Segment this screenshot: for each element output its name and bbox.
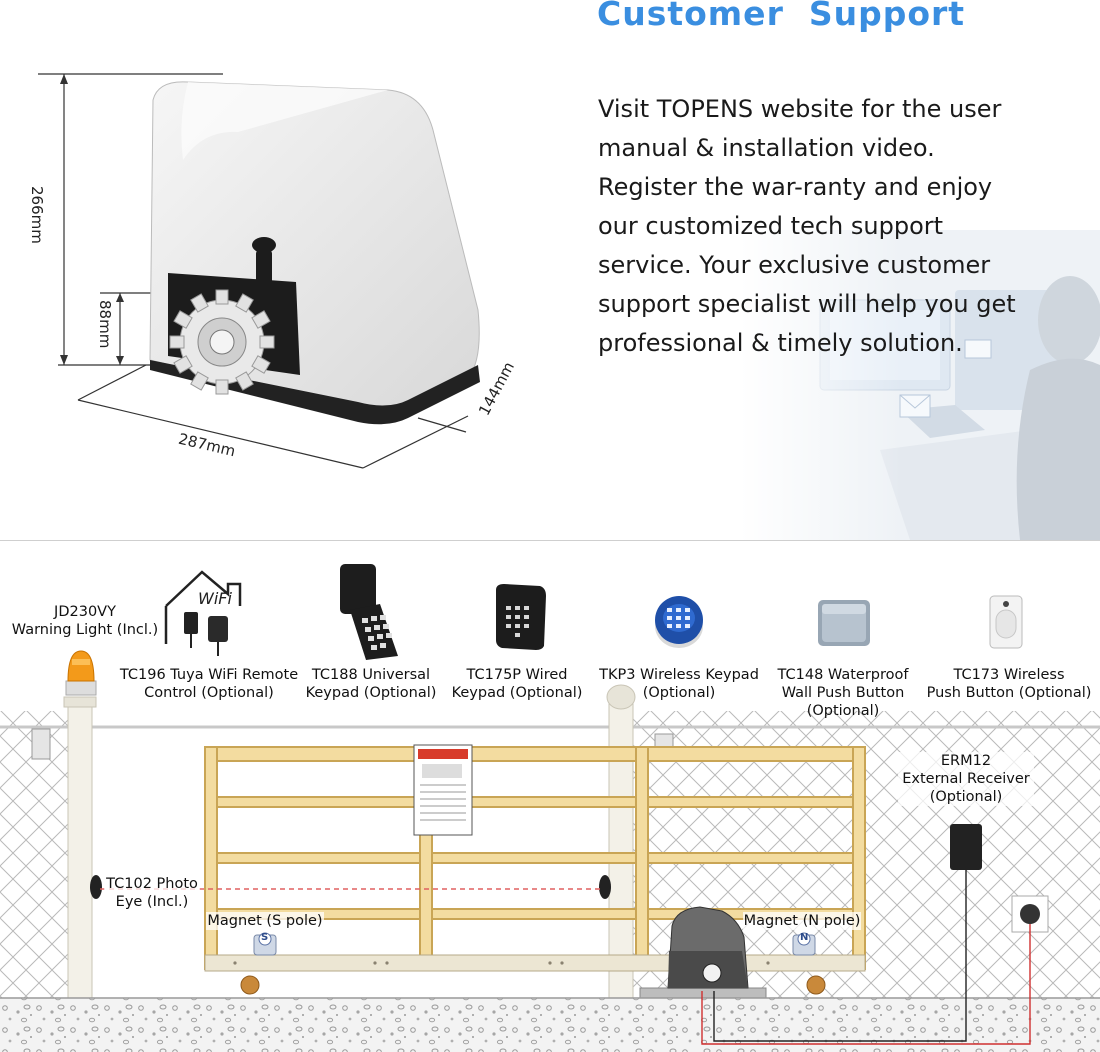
wired-keypad-icon — [496, 584, 546, 650]
motor-unit-icon — [639, 906, 767, 999]
waterproof-button-label: TC148 Waterproof Wall Push Button (Optio… — [777, 667, 909, 719]
magnet-n-letter: N — [800, 932, 809, 943]
magnet-s-icon — [253, 932, 277, 956]
wireless-button-icon — [989, 595, 1023, 649]
post-right — [608, 700, 634, 999]
wireless-keypad-icon — [655, 596, 703, 648]
wireless-button-label: TC173 Wireless Push Button (Optional) — [926, 667, 1092, 701]
wifi-remote-label: TC196 Tuya WiFi Remote Control (Optional… — [119, 667, 299, 701]
magnet-s-letter: S — [261, 932, 269, 943]
wireless-keypad-label: TKP3 Wireless Keypad (Optional) — [599, 667, 759, 701]
office-background-image — [740, 230, 1100, 540]
universal-keypad-label: TC188 Universal Keypad (Optional) — [305, 667, 437, 701]
warning-light-label: JD230VY Warning Light (Incl.) — [11, 604, 159, 638]
universal-keypad-icon — [340, 564, 398, 660]
wifi-remote-icon: WiFi — [164, 570, 242, 656]
height-dimension-label: 266mm — [28, 186, 46, 244]
gate-motor-image — [38, 73, 480, 469]
post-left — [67, 700, 93, 999]
section-divider — [0, 540, 1100, 541]
warning-sign-image — [413, 744, 473, 836]
external-receiver-label: ERM12 External Receiver (Optional) — [898, 752, 1034, 806]
page-title: Customer Support — [597, 0, 966, 33]
external-receiver-icon — [950, 824, 982, 870]
photo-eye-icon — [90, 875, 611, 899]
warning-light-icon — [65, 650, 97, 696]
wifi-logo-text: WiFi — [198, 589, 232, 608]
magnet-n-icon — [792, 932, 816, 956]
waterproof-button-icon — [818, 600, 870, 646]
gear-height-dimension-label: 88mm — [96, 300, 114, 349]
wired-keypad-label: TC175P Wired Keypad (Optional) — [451, 667, 583, 701]
photo-eye-label: TC102 Photo Eye (Incl.) — [104, 875, 200, 911]
magnet-s-label: Magnet (S pole) — [206, 912, 324, 930]
ground — [0, 998, 1100, 1052]
magnet-n-label: Magnet (N pole) — [743, 912, 861, 930]
support-description: Visit TOPENS website for the user manual… — [598, 95, 1016, 357]
